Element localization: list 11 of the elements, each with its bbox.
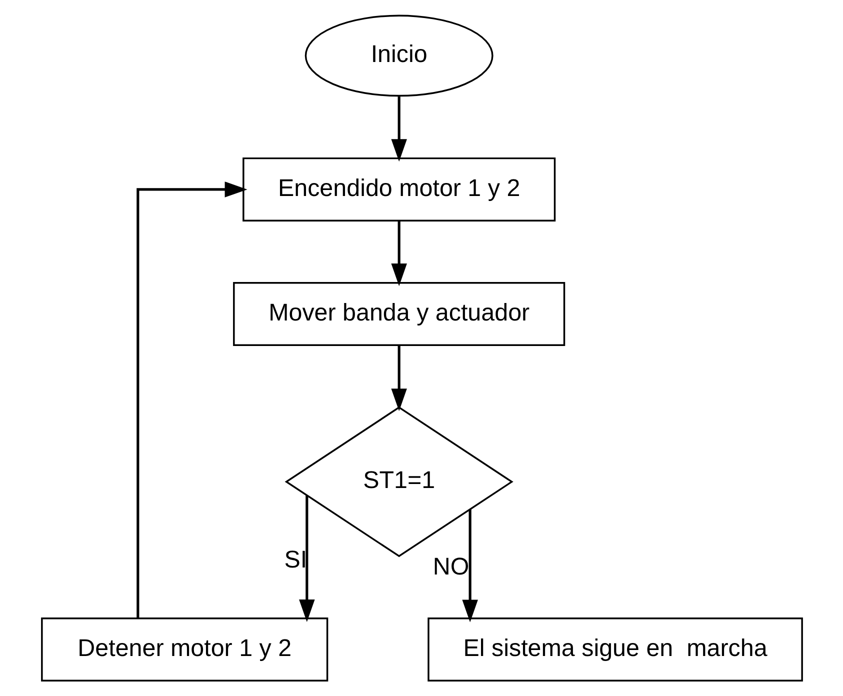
node-box: Detener motor 1 y 2: [40, 618, 328, 682]
arrow: [136, 182, 247, 618]
node-box: El sistema sigue en marcha: [427, 618, 802, 682]
node-ellipse: Inicio: [304, 14, 493, 97]
arrow: [462, 509, 478, 622]
arrow: [390, 220, 406, 286]
arrow: [298, 496, 314, 622]
arrow: [390, 96, 406, 162]
arrow: [390, 346, 406, 412]
node-box: Encendido motor 1 y 2: [242, 157, 556, 222]
node-box: Mover banda y actuador: [232, 282, 565, 346]
